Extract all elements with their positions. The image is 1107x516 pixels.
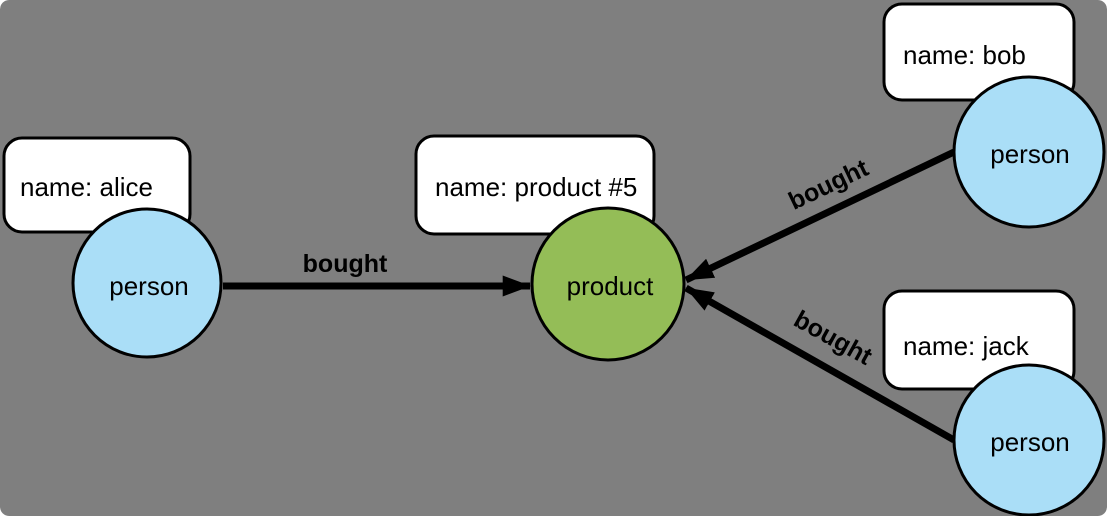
- node-product: product: [530, 206, 686, 362]
- node-circle-jack: [952, 363, 1106, 516]
- node-label-product: product: [567, 271, 654, 301]
- node-person-alice: person: [71, 207, 223, 359]
- edge-alice-bought-product: bought: [223, 250, 531, 297]
- property-text-product: name: product #5: [435, 172, 637, 202]
- edge-line-bob-product: [684, 148, 956, 284]
- node-circle-bob: [952, 75, 1106, 229]
- node-label-alice: person: [109, 271, 189, 301]
- edge-line-jack-product: [684, 284, 956, 444]
- node-circle-alice: [71, 207, 223, 359]
- node-circle-product: [530, 206, 686, 362]
- property-text-jack: name: jack: [903, 331, 1030, 361]
- property-text-bob: name: bob: [903, 40, 1026, 70]
- property-text-alice: name: alice: [20, 172, 153, 202]
- node-person-bob: person: [952, 75, 1106, 229]
- node-person-jack: person: [952, 363, 1106, 516]
- node-label-jack: person: [990, 427, 1070, 457]
- node-label-bob: person: [990, 139, 1070, 169]
- edge-label-alice-bought: bought: [303, 250, 388, 278]
